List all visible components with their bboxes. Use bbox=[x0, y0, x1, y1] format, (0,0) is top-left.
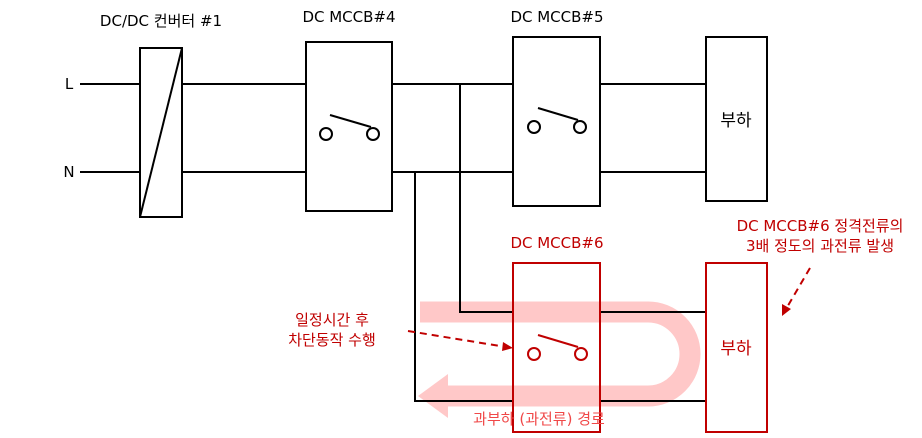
trip-dashed-arrow bbox=[407, 330, 507, 348]
trip-annotation-line2: 차단동작 수행 bbox=[288, 331, 376, 349]
trip-arrowhead bbox=[502, 342, 513, 351]
trip-annotation-line1: 일정시간 후 bbox=[295, 311, 369, 329]
overload-path-arrow bbox=[418, 301, 701, 418]
mccb6-label: DC MCCB#6 bbox=[510, 234, 603, 252]
mccb4-label: DC MCCB#4 bbox=[302, 8, 395, 26]
load-top-box bbox=[705, 36, 768, 202]
overload-path-label: 과부하 (과전류) 경로 bbox=[473, 410, 605, 428]
converter-diagonal bbox=[139, 47, 183, 218]
load-bottom-label: 부하 bbox=[720, 339, 752, 359]
overcurrent-annotation-line1: DC MCCB#6 정격전류의 bbox=[737, 217, 904, 235]
load-top-label: 부하 bbox=[720, 111, 752, 131]
mccb5-label: DC MCCB#5 bbox=[510, 8, 603, 26]
overcurrent-annotation-line2: 3배 정도의 과전류 발생 bbox=[746, 237, 894, 255]
line-n-label: N bbox=[63, 163, 74, 181]
mccb5-box bbox=[512, 36, 601, 207]
load-bottom-box bbox=[705, 262, 768, 433]
overcurrent-dashed-arrow bbox=[785, 267, 811, 310]
converter-label: DC/DC 컨버터 #1 bbox=[100, 12, 222, 30]
line-l-label: L bbox=[65, 75, 74, 93]
branch-l bbox=[459, 84, 513, 313]
mccb4-box bbox=[305, 41, 393, 212]
mccb6-box bbox=[512, 262, 601, 433]
overcurrent-arrowhead bbox=[782, 304, 791, 316]
branch-n bbox=[414, 172, 513, 402]
